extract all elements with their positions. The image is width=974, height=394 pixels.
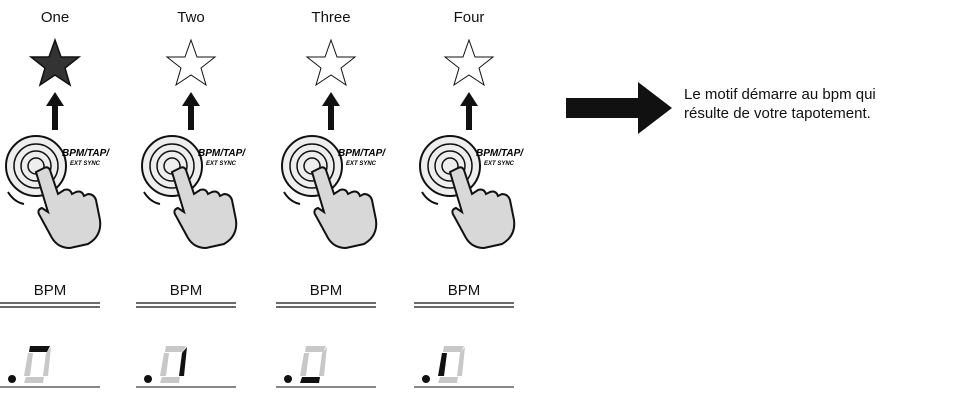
decimal-point [284,375,292,383]
seven-segment-display [414,346,514,388]
beat-label: Two [177,9,205,26]
arrow-up-icon [322,92,340,130]
segment-top [165,346,186,352]
bpm-label: BPM [309,282,343,299]
bpm-tap-button[interactable]: BPM/TAP/ EXT SYNC [0,132,120,252]
step-column-1: One BPM/TAP/ EXT SYNC BPM [0,0,110,394]
step-column-2: Two BPM/TAP/ EXT SYNC BPM [136,0,246,394]
tap-dial-hand-icon: BPM/TAP/ EXT SYNC [5,135,110,250]
button-text: BPM/TAP/ [338,148,386,159]
arrow-up-icon [46,92,64,130]
segment-left [160,353,169,376]
beat-label: One [40,9,70,26]
button-subtext: EXT SYNC [484,161,515,167]
tap-dial-hand-icon: BPM/TAP/ EXT SYNC [281,135,386,250]
button-text: BPM/TAP/ [62,148,110,159]
bpm-double-rule [414,302,514,308]
right-arrow-icon [566,82,672,134]
bpm-double-rule [0,302,100,308]
result-text: Le motif démarre au bpm qui résulte de v… [684,86,876,122]
bpm-tap-button[interactable]: BPM/TAP/ EXT SYNC [414,132,534,252]
outline-star-icon [443,38,495,87]
segment-right [319,347,327,376]
tap-dial-hand-icon: BPM/TAP/ EXT SYNC [141,135,246,250]
bpm-label: BPM [33,282,67,299]
segment-bottom [160,377,180,383]
seven-segment-display [276,346,376,388]
button-subtext: EXT SYNC [206,161,237,167]
segment-bottom [24,377,44,383]
bpm-double-rule [136,302,236,308]
outline-star-icon [165,38,217,87]
seven-segment-display [136,346,236,388]
segment-right [43,347,51,376]
segment-top [443,346,464,352]
segment-right [457,347,465,376]
beat-label: Four [453,9,485,26]
tap-dial-hand-icon: BPM/TAP/ EXT SYNC [419,135,524,250]
segment-bottom [438,377,458,383]
decimal-point [422,375,430,383]
segment-bottom [300,377,320,383]
button-text: BPM/TAP/ [476,148,524,159]
segment-top [29,346,50,352]
seven-segment-display [0,346,100,388]
segment-left [24,353,33,376]
button-subtext: EXT SYNC [70,161,101,167]
segment-right [179,347,187,376]
beat-label: Three [311,9,351,26]
arrow-up-icon [182,92,200,130]
bpm-tap-button[interactable]: BPM/TAP/ EXT SYNC [276,132,396,252]
outline-star-icon [305,38,357,87]
step-column-4: Four BPM/TAP/ EXT SYNC BPM [414,0,524,394]
step-column-3: Three BPM/TAP/ EXT SYNC BPM [276,0,386,394]
bpm-double-rule [276,302,376,308]
filled-star-icon [28,38,82,87]
segment-left [438,353,447,376]
segment-top [305,346,326,352]
segment-left [300,353,309,376]
button-subtext: EXT SYNC [346,161,377,167]
bpm-tap-button[interactable]: BPM/TAP/ EXT SYNC [136,132,256,252]
bpm-label: BPM [169,282,203,299]
button-text: BPM/TAP/ [198,148,246,159]
decimal-point [144,375,152,383]
bpm-label: BPM [447,282,481,299]
arrow-up-icon [460,92,478,130]
decimal-point [8,375,16,383]
